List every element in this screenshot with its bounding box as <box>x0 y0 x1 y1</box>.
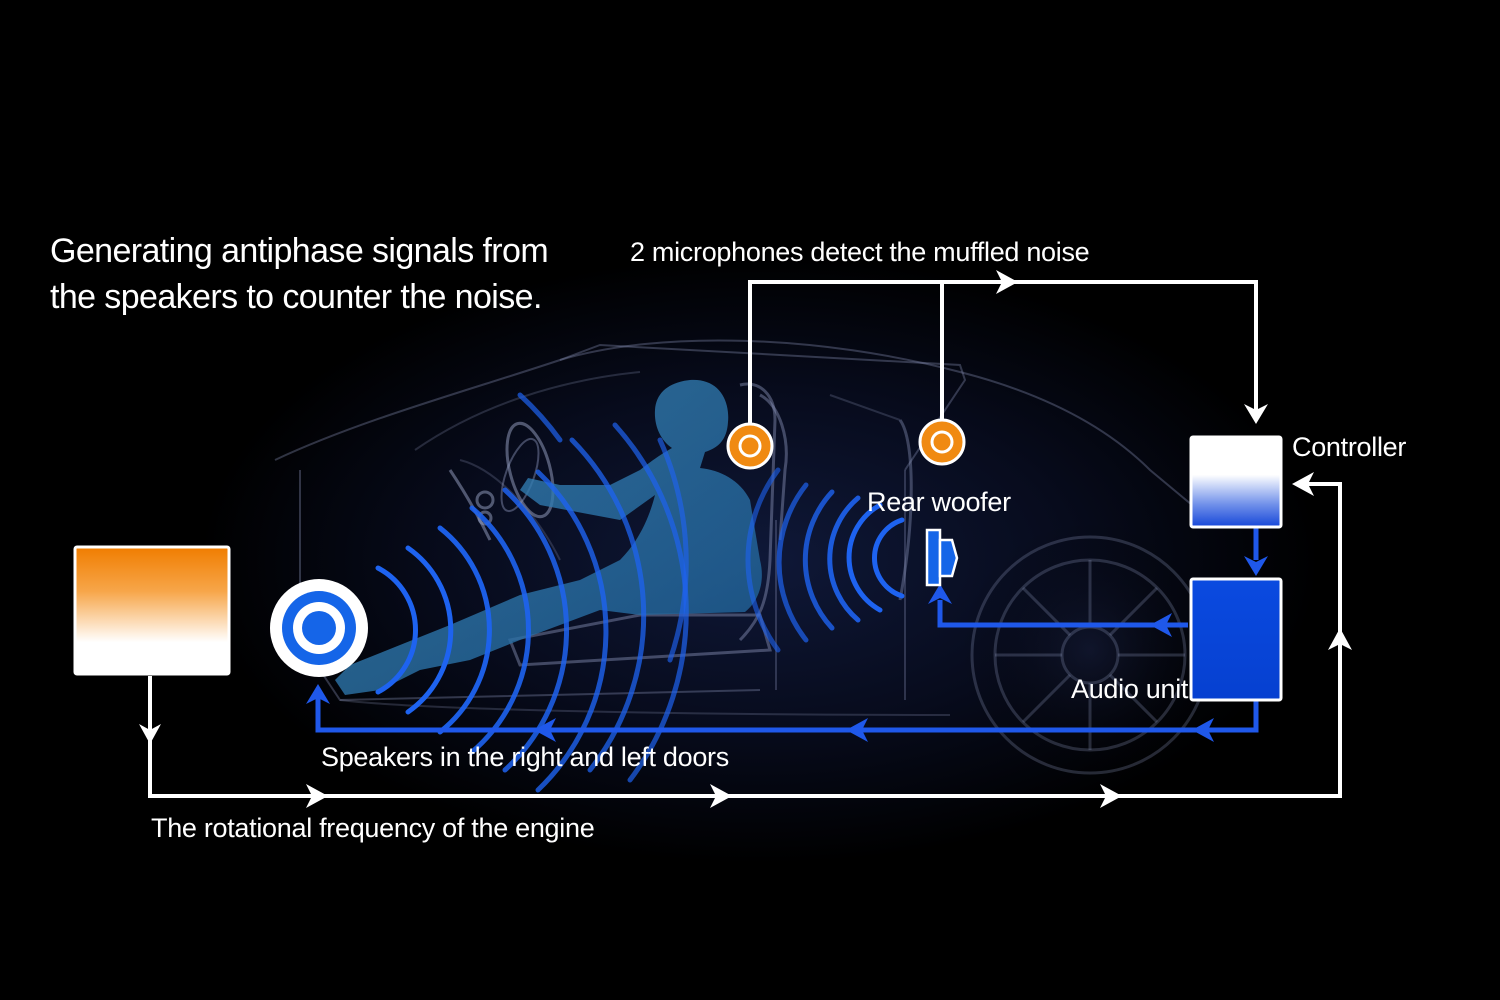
door-speakers-label: Speakers in the right and left doors <box>321 742 729 772</box>
arrow-engine-right-1 <box>306 784 328 808</box>
arrow-engine-down <box>139 724 161 744</box>
arrow-into-door-speaker <box>306 684 330 704</box>
arrow-to-doors-1 <box>1192 718 1214 742</box>
rear-woofer-label: Rear woofer <box>867 487 1011 517</box>
arrow-into-controller <box>1244 404 1268 424</box>
arrow-engine-right-3 <box>1100 784 1122 808</box>
arrow-into-woofer <box>928 584 952 604</box>
engine-frequency-label: The rotational frequency of the engine <box>151 813 595 843</box>
driver-figure <box>335 379 762 695</box>
arrow-into-controller-side <box>1292 472 1314 496</box>
audio-wiring <box>315 528 1259 733</box>
wheel-glow <box>960 520 1220 780</box>
arrow-to-woofer-left <box>1150 613 1172 637</box>
arrow-to-doors-2 <box>846 718 868 742</box>
microphone-icon <box>918 418 966 466</box>
door-speaker-icon <box>270 579 368 677</box>
controller-box <box>1189 435 1283 529</box>
door-speaker-waves <box>375 392 689 793</box>
microphones-label: 2 microphones detect the muffled noise <box>630 237 1090 267</box>
headline-line-2: the speakers to counter the noise. <box>50 278 542 316</box>
microphone-wiring <box>748 280 1258 425</box>
arrow-engine-right-2 <box>710 784 732 808</box>
audio-unit-label: Audio unit <box>1071 674 1189 704</box>
arrow-controller-to-audio <box>1244 556 1268 576</box>
seats <box>507 382 913 667</box>
audio-unit-box <box>1189 577 1283 702</box>
headline-line-1: Generating antiphase signals from <box>50 232 549 270</box>
headline: Generating antiphase signals from the sp… <box>50 228 549 320</box>
rear-woofer-waves <box>745 467 905 653</box>
woofer-icon <box>925 528 959 587</box>
microphone-icon <box>726 422 774 470</box>
engine-wiring <box>148 482 1342 798</box>
arrow-to-controller-top <box>996 270 1018 294</box>
controller-label: Controller <box>1292 432 1407 462</box>
engine-sensor-box <box>73 545 231 676</box>
arrow-to-doors-3 <box>534 718 556 742</box>
arrow-engine-up <box>1328 628 1352 650</box>
